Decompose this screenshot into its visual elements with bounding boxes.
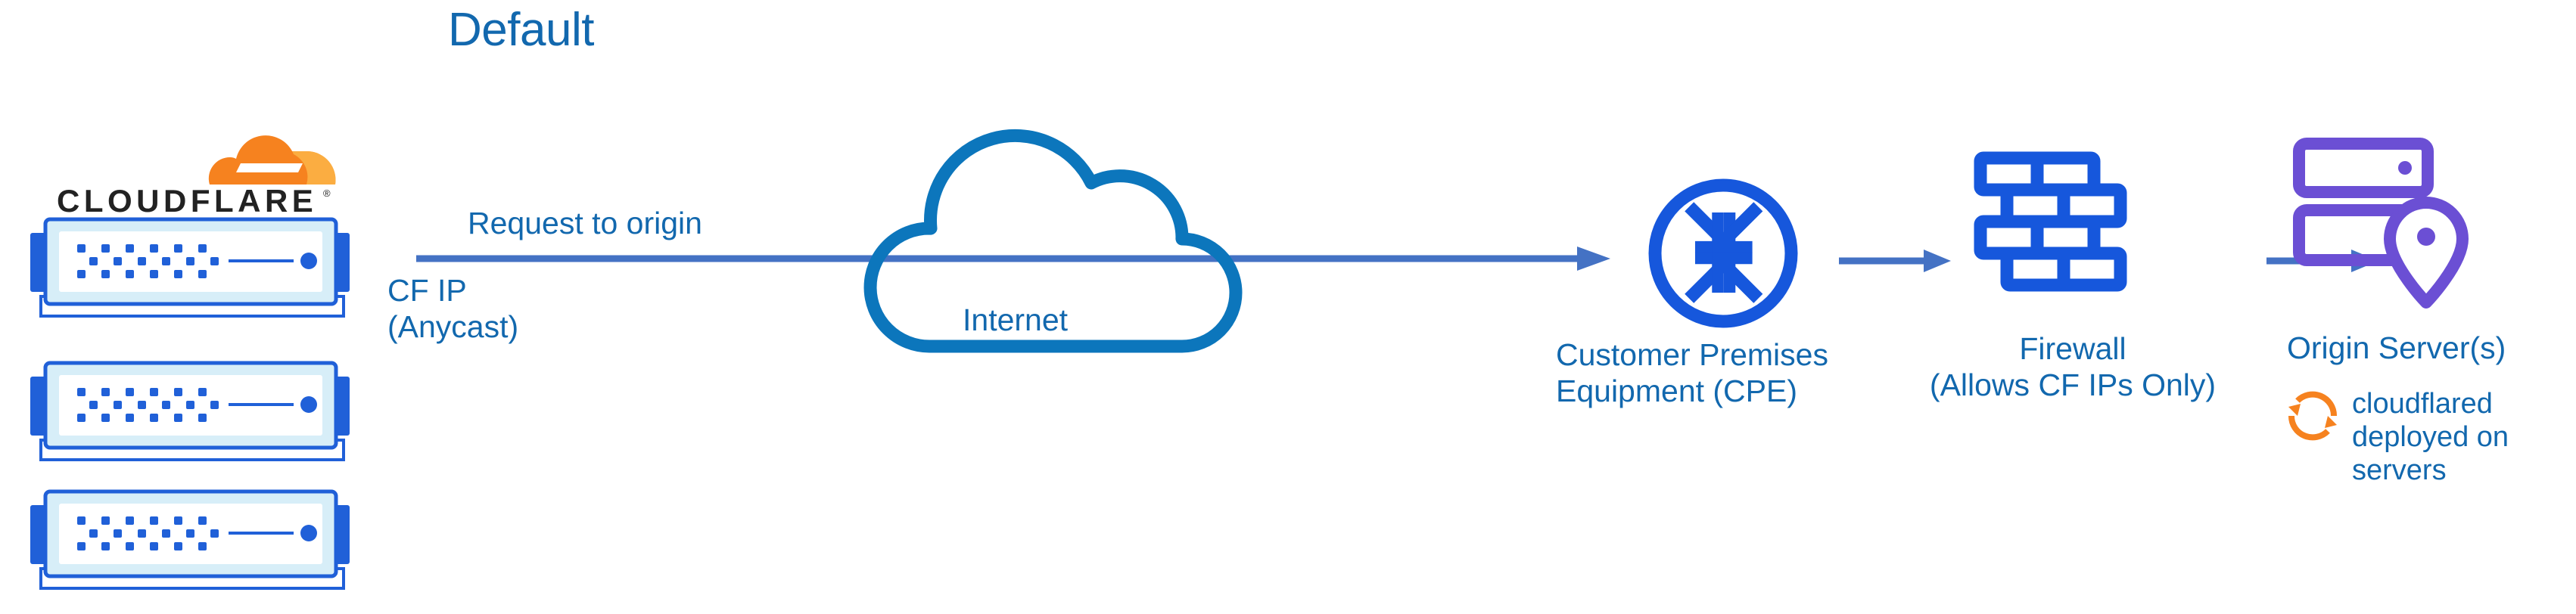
page-title: Default <box>448 4 594 56</box>
request-to-origin-label: Request to origin <box>468 206 702 240</box>
svg-text:®: ® <box>323 188 331 199</box>
cloudflared-annotation-label: cloudflared deployed on servers <box>2352 388 2509 486</box>
edge-server-unit <box>23 355 378 469</box>
brick-wall-icon <box>1974 151 2128 309</box>
arrow-edge-to-cpe <box>416 242 1612 275</box>
cf-ip-anycast-label: CF IP (Anycast) <box>387 273 519 344</box>
edge-server-unit <box>23 212 378 325</box>
internet-label: Internet <box>963 302 1069 337</box>
router-icon <box>1644 174 1803 333</box>
firewall-label: Firewall (Allows CF IPs Only) <box>1929 331 2217 402</box>
arrow-cpe-to-firewall <box>1839 246 1952 276</box>
cloudflare-logo: CLOUDFLARE ® <box>42 106 344 219</box>
origin-servers-label: Origin Server(s) <box>2287 330 2506 365</box>
edge-server-unit <box>23 484 378 597</box>
cpe-label: Customer Premises Equipment (CPE) <box>1556 337 1828 408</box>
server-pin-icon <box>2293 138 2482 312</box>
svg-text:CLOUDFLARE: CLOUDFLARE <box>57 183 317 219</box>
internet-cloud <box>840 106 1279 355</box>
sync-arrows-icon <box>2281 384 2344 448</box>
